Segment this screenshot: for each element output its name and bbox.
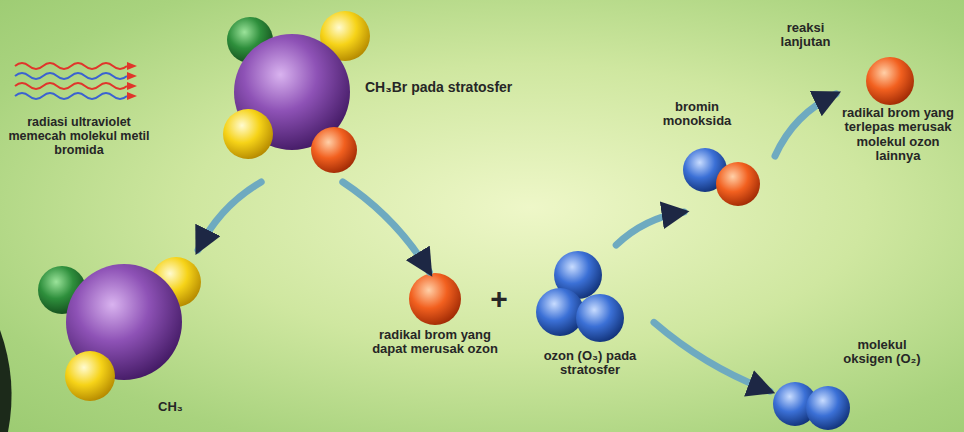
reaction-arrow bbox=[616, 212, 684, 245]
ozone-molecule bbox=[536, 251, 624, 342]
molecule-label: radikal brom yang dapat merusak ozon bbox=[370, 328, 500, 357]
plus-sign: + bbox=[484, 282, 514, 315]
molecule-node: CH₃ bbox=[30, 250, 240, 430]
molecule-node: radikal brom yang dapat merusak ozon bbox=[370, 272, 502, 390]
molecule-label: CH₃ bbox=[158, 400, 218, 414]
corner-shade bbox=[0, 330, 12, 432]
molecule-label: radikal brom yang terlepas merusak molek… bbox=[836, 106, 960, 163]
uv-waves bbox=[15, 62, 137, 100]
methyl-molecule bbox=[38, 257, 201, 401]
reaction-arrow bbox=[654, 322, 770, 391]
molecule-label: CH₃Br pada stratosfer bbox=[365, 80, 537, 95]
reaction-arrow bbox=[343, 182, 430, 272]
bromine-radical bbox=[409, 273, 461, 325]
reaction-arrow bbox=[198, 182, 261, 250]
molecule-node: ozon (O₃) pada stratosfer bbox=[528, 245, 654, 417]
molecule-node: molekul oksigen (O₂) bbox=[770, 330, 924, 432]
arrow-label: reaksi lanjutan bbox=[761, 21, 851, 50]
uv-caption: radiasi ultraviolet memecah molekul meti… bbox=[4, 116, 154, 157]
released-bromine-radical bbox=[866, 57, 914, 105]
molecule-label: ozon (O₃) pada stratosfer bbox=[528, 349, 652, 378]
oxygen-molecule bbox=[773, 382, 850, 430]
methyl-bromide-molecule bbox=[223, 11, 370, 173]
molecule-node: CH₃Br pada stratosfer bbox=[200, 0, 540, 182]
reaction-arrow bbox=[775, 94, 836, 156]
molecule-label: bromin monoksida bbox=[645, 100, 749, 129]
bromine-monoxide-molecule bbox=[683, 148, 760, 206]
molecule-node: bromin monoksida bbox=[645, 100, 775, 212]
molecule-node: radikal brom yang terlepas merusak molek… bbox=[836, 52, 962, 192]
molecule-label: molekul oksigen (O₂) bbox=[842, 338, 922, 367]
